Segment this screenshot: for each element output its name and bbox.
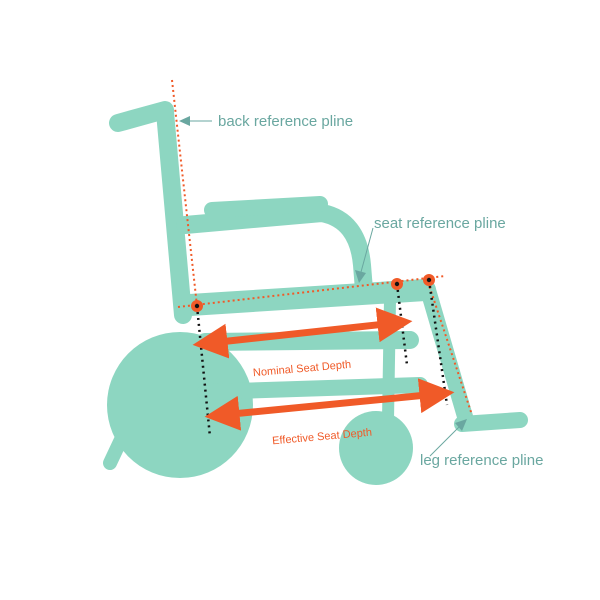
seat-reference-label: seat reference pline: [374, 215, 506, 232]
back-reference-label: back reference pline: [218, 113, 353, 130]
leg-reference-label: leg reference pline: [420, 452, 543, 469]
effective-seat-depth-arrow: [204, 378, 455, 431]
nominal-front-guide-line: [395, 283, 409, 366]
armrest: [176, 204, 373, 299]
seat-rail: [179, 279, 436, 316]
wheelchair-frame: [103, 101, 528, 485]
back-post: [156, 103, 192, 324]
leg-reference-line: [427, 281, 473, 416]
leg-rest-hanger: [420, 282, 474, 428]
leg-reference-leader: [429, 425, 461, 457]
callout-leaders: [179, 116, 467, 457]
front-caster-wheel: [339, 411, 413, 485]
nominal-seat-depth-arrow: [192, 307, 413, 359]
armrest-pad: [204, 196, 328, 218]
leg-reference-pointer: [455, 419, 467, 431]
seat-reference-pointer: [355, 270, 366, 283]
reference-lines: [171, 79, 473, 416]
rear-wheel: [107, 332, 253, 478]
footplate: [454, 412, 528, 432]
lower-frame-bar: [197, 377, 428, 400]
seat-reference-leader: [360, 227, 374, 273]
nominal-seat-depth-label: Nominal Seat Depth: [253, 359, 352, 380]
back-reference-pointer: [179, 116, 190, 126]
